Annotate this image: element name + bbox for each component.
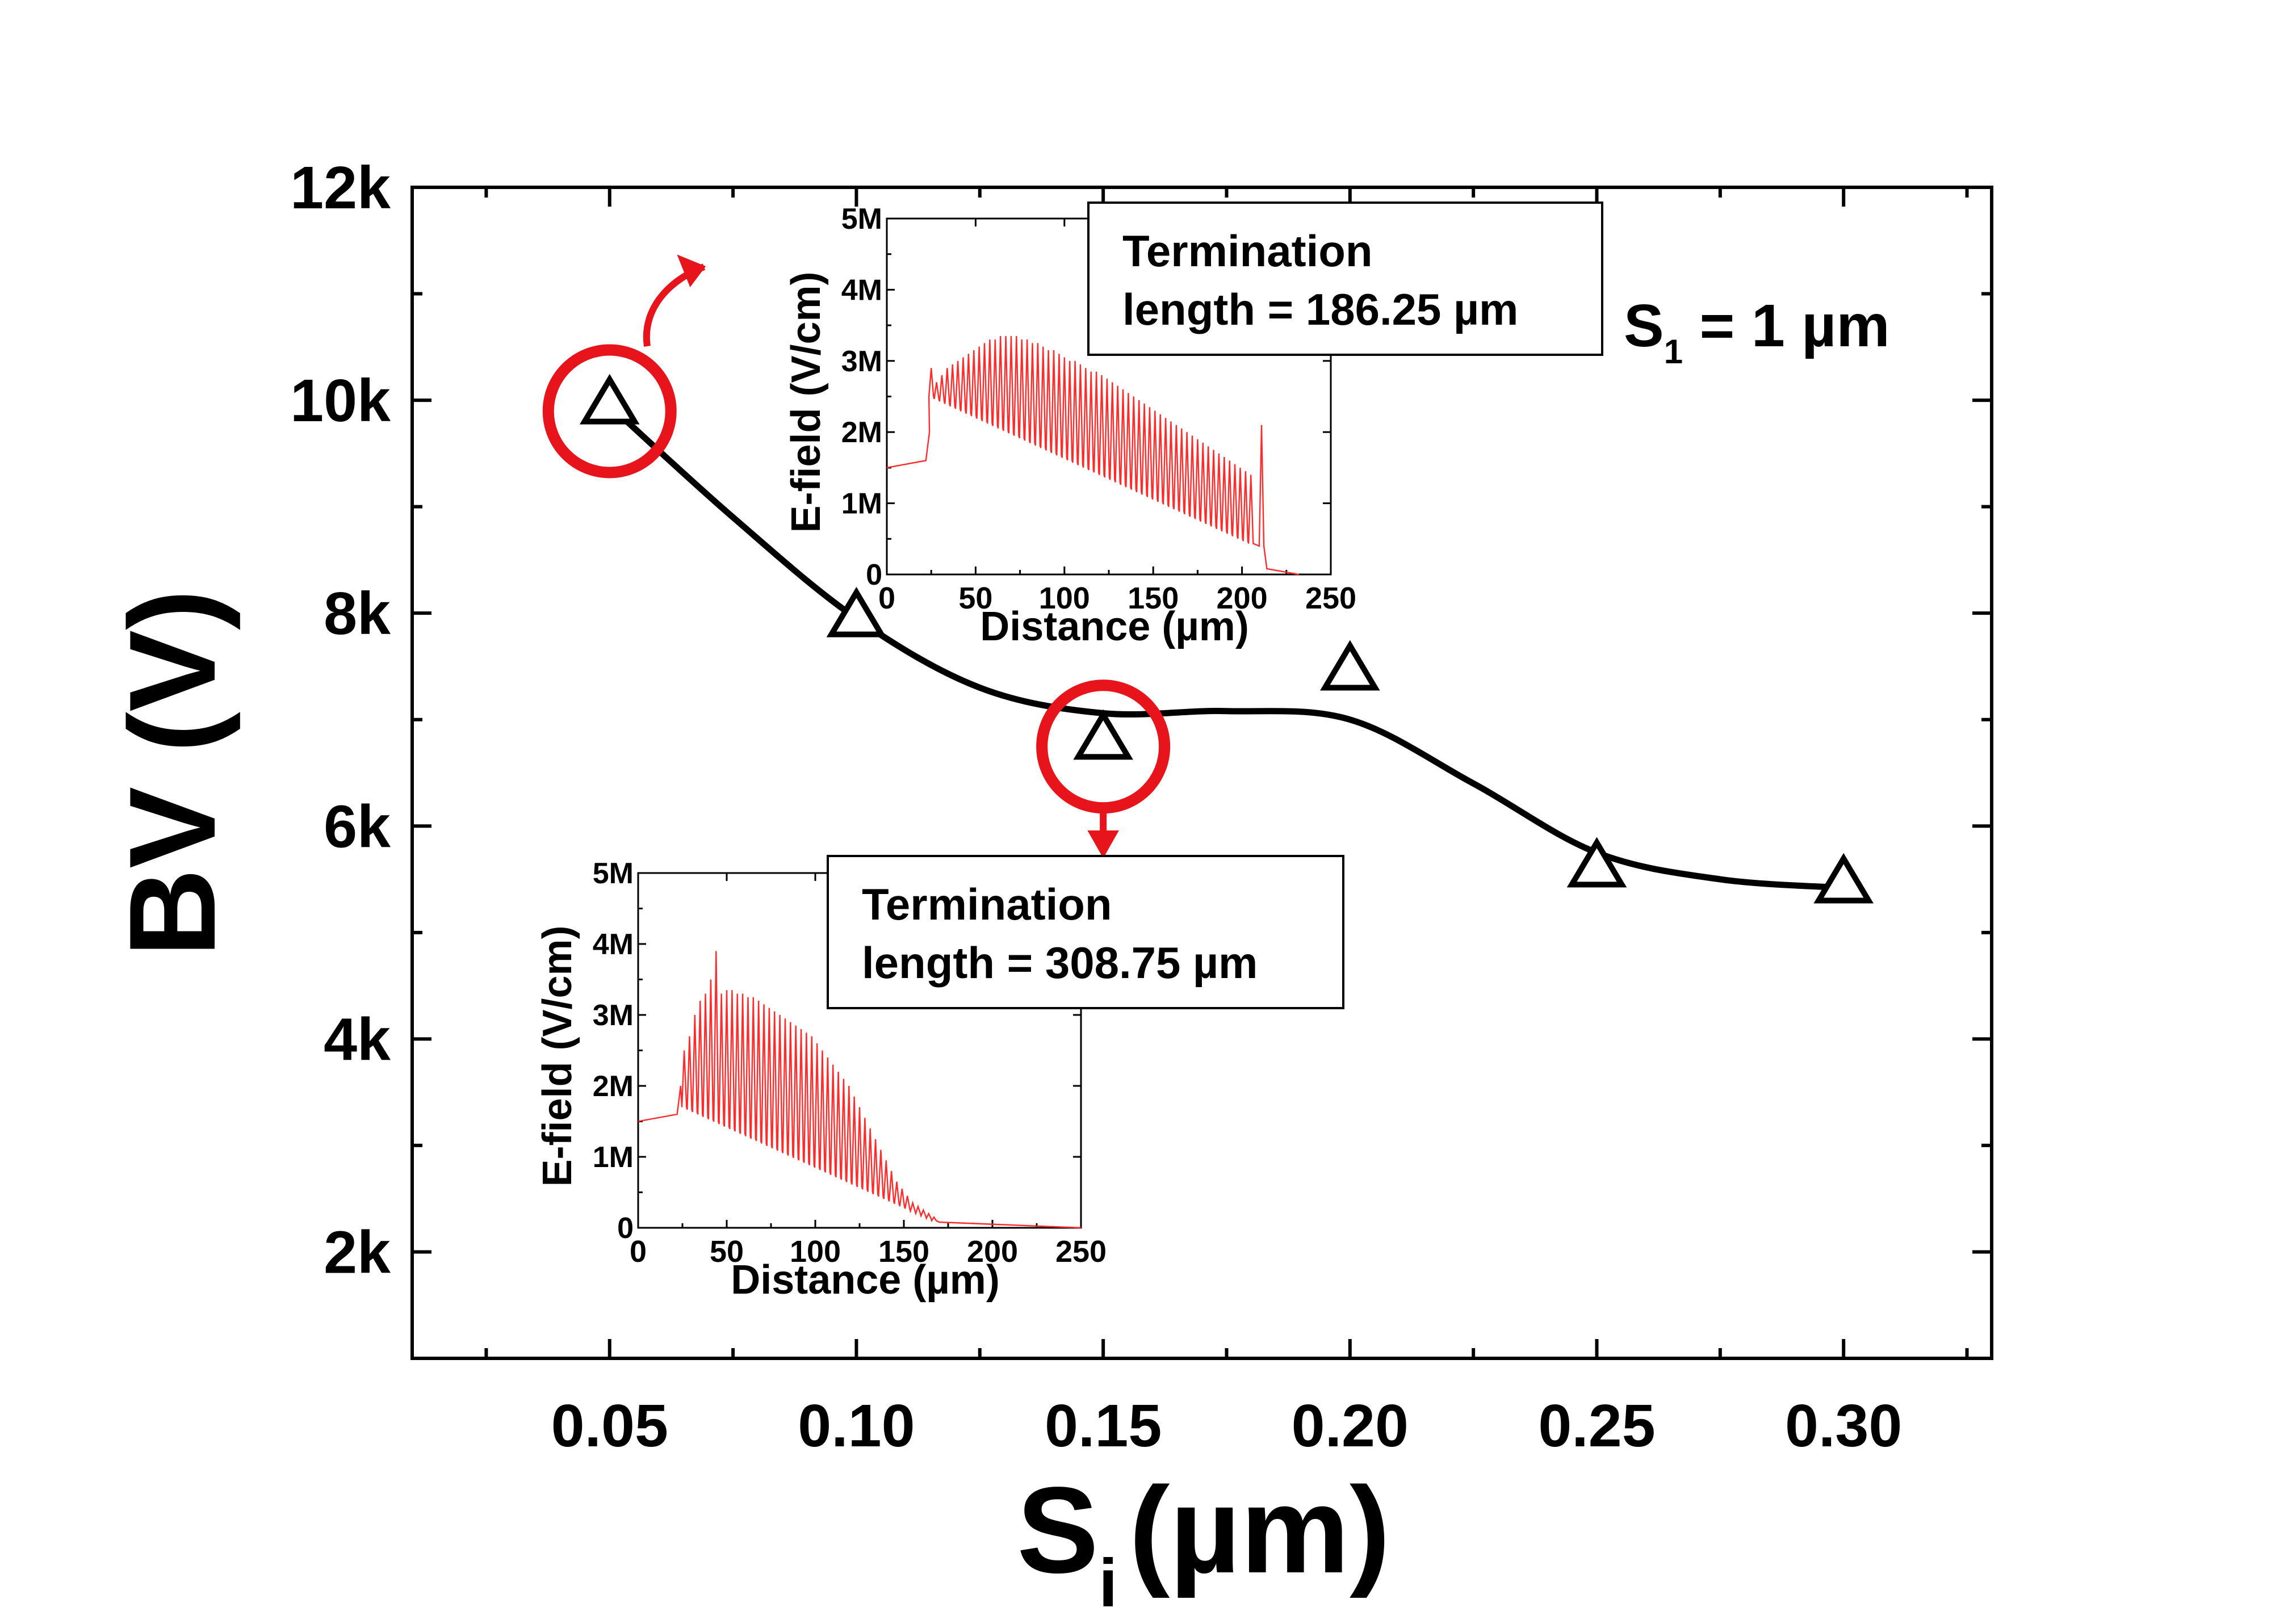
inset-y-axis-title: E-field (V/cm) [535, 925, 580, 1186]
inset-x-tick-label: 250 [1305, 581, 1356, 615]
inset-x-tick-label: 150 [1128, 581, 1179, 615]
fit-curve [607, 403, 1844, 891]
y-axis-title: BV (V) [103, 589, 241, 957]
x-axis-title-unit: (µm) [1129, 1461, 1390, 1598]
y-tick-label: 4k [324, 1006, 391, 1073]
y-tick-label: 10k [290, 367, 391, 434]
inset-y-tick-label: 2M [841, 416, 882, 449]
x-axis-title: Si(µm) [1017, 1461, 1390, 1621]
inset-y-axis-title: E-field (V/cm) [783, 271, 829, 532]
termination-label-box [827, 855, 1344, 1009]
s1-value: = 1 µm [1683, 292, 1890, 359]
s1-symbol: S [1624, 292, 1664, 359]
inset-x-tick-label: 100 [1039, 581, 1090, 615]
x-axis-title-subscript: i [1099, 1545, 1117, 1621]
x-tick-label: 0.30 [1785, 1392, 1902, 1459]
inset-y-tick-label: 1M [593, 1141, 634, 1174]
termination-label-line2: length = 308.75 µm [862, 938, 1258, 988]
inset-y-tick-label: 3M [593, 999, 634, 1032]
inset-x-tick-label: 150 [878, 1235, 929, 1269]
inset-efield-line [886, 335, 1299, 576]
x-tick-label: 0.10 [798, 1392, 915, 1459]
y-tick-label: 12k [290, 154, 391, 221]
plot-frame [410, 186, 1993, 1360]
termination-label-line2: length = 186.25 µm [1122, 284, 1518, 334]
inset-x-tick-label: 250 [1055, 1235, 1107, 1269]
inset-x-tick-label: 0 [630, 1235, 647, 1269]
highlight-circle-0.05 [542, 344, 677, 479]
inset-y-tick-label: 4M [593, 928, 634, 961]
inset-x-tick-label: 200 [1217, 581, 1268, 615]
inset-x-tick-label: 50 [710, 1235, 744, 1269]
inset-y-tick-label: 1M [841, 488, 882, 521]
inset-y-tick-label: 4M [841, 274, 882, 307]
data-point-triangle [1813, 853, 1874, 904]
y-tick-label: 8k [324, 580, 391, 647]
inset-y-tick-label: 0 [617, 1212, 634, 1245]
inset-x-tick-label: 100 [790, 1235, 841, 1269]
inset-y-tick-label: 2M [593, 1070, 634, 1103]
termination-label-line1: Termination [1122, 226, 1373, 276]
inset-x-tick-label: 0 [878, 581, 895, 615]
arrow-head-lower [1087, 830, 1119, 859]
inset-x-tick-label: 200 [967, 1235, 1018, 1269]
inset-y-tick-label: 3M [841, 345, 882, 378]
x-tick-label: 0.15 [1045, 1392, 1162, 1459]
inset-y-tick-label: 5M [593, 857, 634, 890]
y-tick-label: 6k [324, 793, 391, 860]
termination-label-line1: Termination [862, 879, 1112, 929]
data-point-triangle [579, 374, 640, 425]
data-point-triangle [1073, 709, 1133, 760]
data-point-triangle [826, 586, 887, 637]
x-axis-title-symbol: S [1017, 1461, 1099, 1598]
inset-x-tick-label: 50 [958, 581, 992, 615]
inset-efield-line [638, 951, 1082, 1229]
x-tick-label: 0.05 [551, 1392, 668, 1459]
inset-y-tick-label: 5M [841, 203, 882, 236]
arrow-head-upper [677, 254, 706, 288]
s1-subscript: 1 [1664, 333, 1683, 371]
data-point-triangle [1566, 837, 1627, 888]
s1-annotation: S1 = 1 µm [1624, 292, 1890, 371]
termination-label-box [1087, 202, 1603, 356]
x-tick-label: 0.20 [1292, 1392, 1409, 1459]
inset-x-axis-title: Distance (µm) [980, 604, 1249, 649]
data-point-triangle [1320, 640, 1380, 691]
inset-x-axis-title: Distance (µm) [731, 1257, 1000, 1303]
y-tick-label: 2k [324, 1219, 391, 1286]
inset-y-tick-label: 0 [866, 559, 882, 591]
x-tick-label: 0.25 [1538, 1392, 1655, 1459]
